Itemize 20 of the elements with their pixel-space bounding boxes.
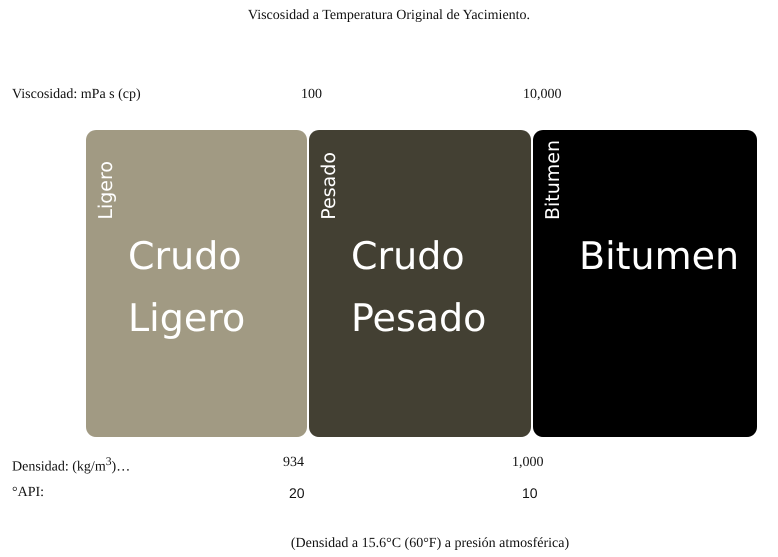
axis-label: 10 bbox=[522, 485, 538, 501]
side-label: Pesado bbox=[317, 152, 341, 220]
panel-title: Crudo Pesado bbox=[351, 233, 488, 342]
axis-label: Densidad: (kg/m$^{3}$)… bbox=[12, 455, 130, 476]
panel-title: Crudo Ligero bbox=[128, 233, 246, 342]
category-panel bbox=[533, 130, 757, 437]
axis-label: 934 bbox=[283, 455, 304, 471]
axis-label: 1,000 bbox=[512, 455, 544, 471]
axis-label: 20 bbox=[289, 485, 305, 501]
category-panel bbox=[309, 130, 531, 437]
category-panel bbox=[86, 130, 307, 437]
diagram-title: Viscosidad a Temperatura Original de Yacimiento. bbox=[246, 8, 532, 24]
side-label: Ligero bbox=[94, 161, 118, 220]
panel-title: Bitumen bbox=[579, 233, 740, 280]
axis-label: 100 bbox=[301, 87, 322, 103]
axis-label: °API: bbox=[12, 485, 44, 501]
side-label: Bitumen bbox=[541, 140, 565, 220]
axis-label: Viscosidad: mPa s (cp) bbox=[12, 87, 141, 103]
axis-label: 10,000 bbox=[523, 87, 562, 103]
caption: (Densidad a 15.6°C (60°F) a presión atmosférica) bbox=[290, 536, 570, 552]
